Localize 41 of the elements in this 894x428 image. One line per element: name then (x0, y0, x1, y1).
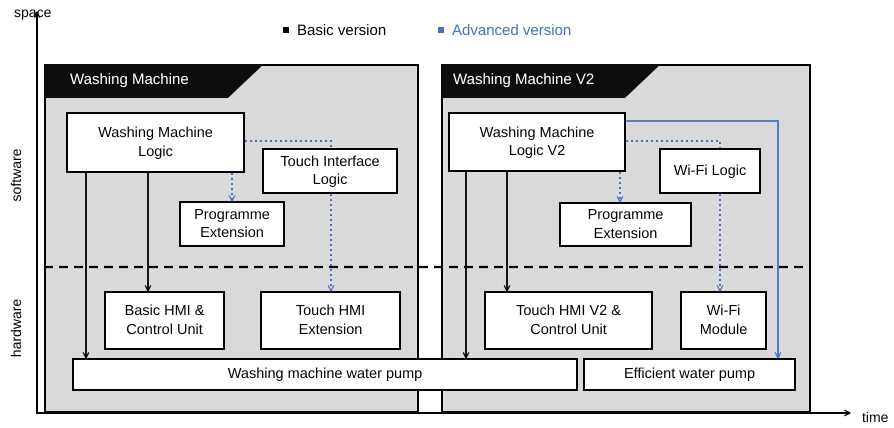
axis-label: time (862, 409, 888, 425)
component-box (262, 148, 398, 194)
component-label: Efficient water pump (624, 365, 756, 384)
component-box (72, 358, 578, 391)
panel-title: Washing Machine V2 (453, 71, 594, 88)
component-box (66, 112, 245, 173)
axis-label: software (8, 148, 24, 202)
component-label: Washing machine water pump (228, 365, 422, 384)
component-label: Programme Extension (193, 206, 271, 242)
component-box (484, 291, 653, 350)
component-label: Touch Interface Logic (279, 152, 381, 190)
legend-label: Advanced version (452, 22, 572, 39)
component-box (179, 201, 285, 247)
arrow (82, 173, 90, 359)
component-label: Basic HMI & Control Unit (124, 302, 206, 339)
arrow (504, 172, 510, 292)
component-label: Programme Extension (586, 206, 664, 243)
component-label: Washing Machine Logic (97, 124, 214, 161)
legend-label: Basic version (297, 22, 386, 39)
component-box (680, 291, 767, 350)
component-box (448, 112, 626, 172)
component-label: Wi-Fi Module (698, 302, 748, 339)
panel-title: Washing Machine (70, 71, 189, 88)
component-label: Touch HMI V2 & Control Unit (515, 302, 622, 339)
component-box (559, 202, 692, 247)
dotted-arrow (616, 172, 624, 203)
component-label: Washing Machine Logic V2 (478, 124, 596, 160)
arrow (144, 173, 152, 292)
dotted-arrow (228, 173, 236, 202)
axis-label: hardware (8, 298, 24, 358)
arrow (462, 172, 470, 359)
component-box (260, 291, 401, 350)
component-label: Wi-Fi Logic (674, 162, 746, 180)
component-box (104, 291, 225, 350)
dotted-arrow (328, 194, 334, 292)
component-box (583, 358, 796, 391)
arrow (626, 120, 782, 359)
component-box (659, 148, 761, 194)
group-panel (441, 64, 811, 413)
dotted-arrow (716, 194, 724, 292)
component-label: Touch HMI Extension (294, 302, 366, 339)
